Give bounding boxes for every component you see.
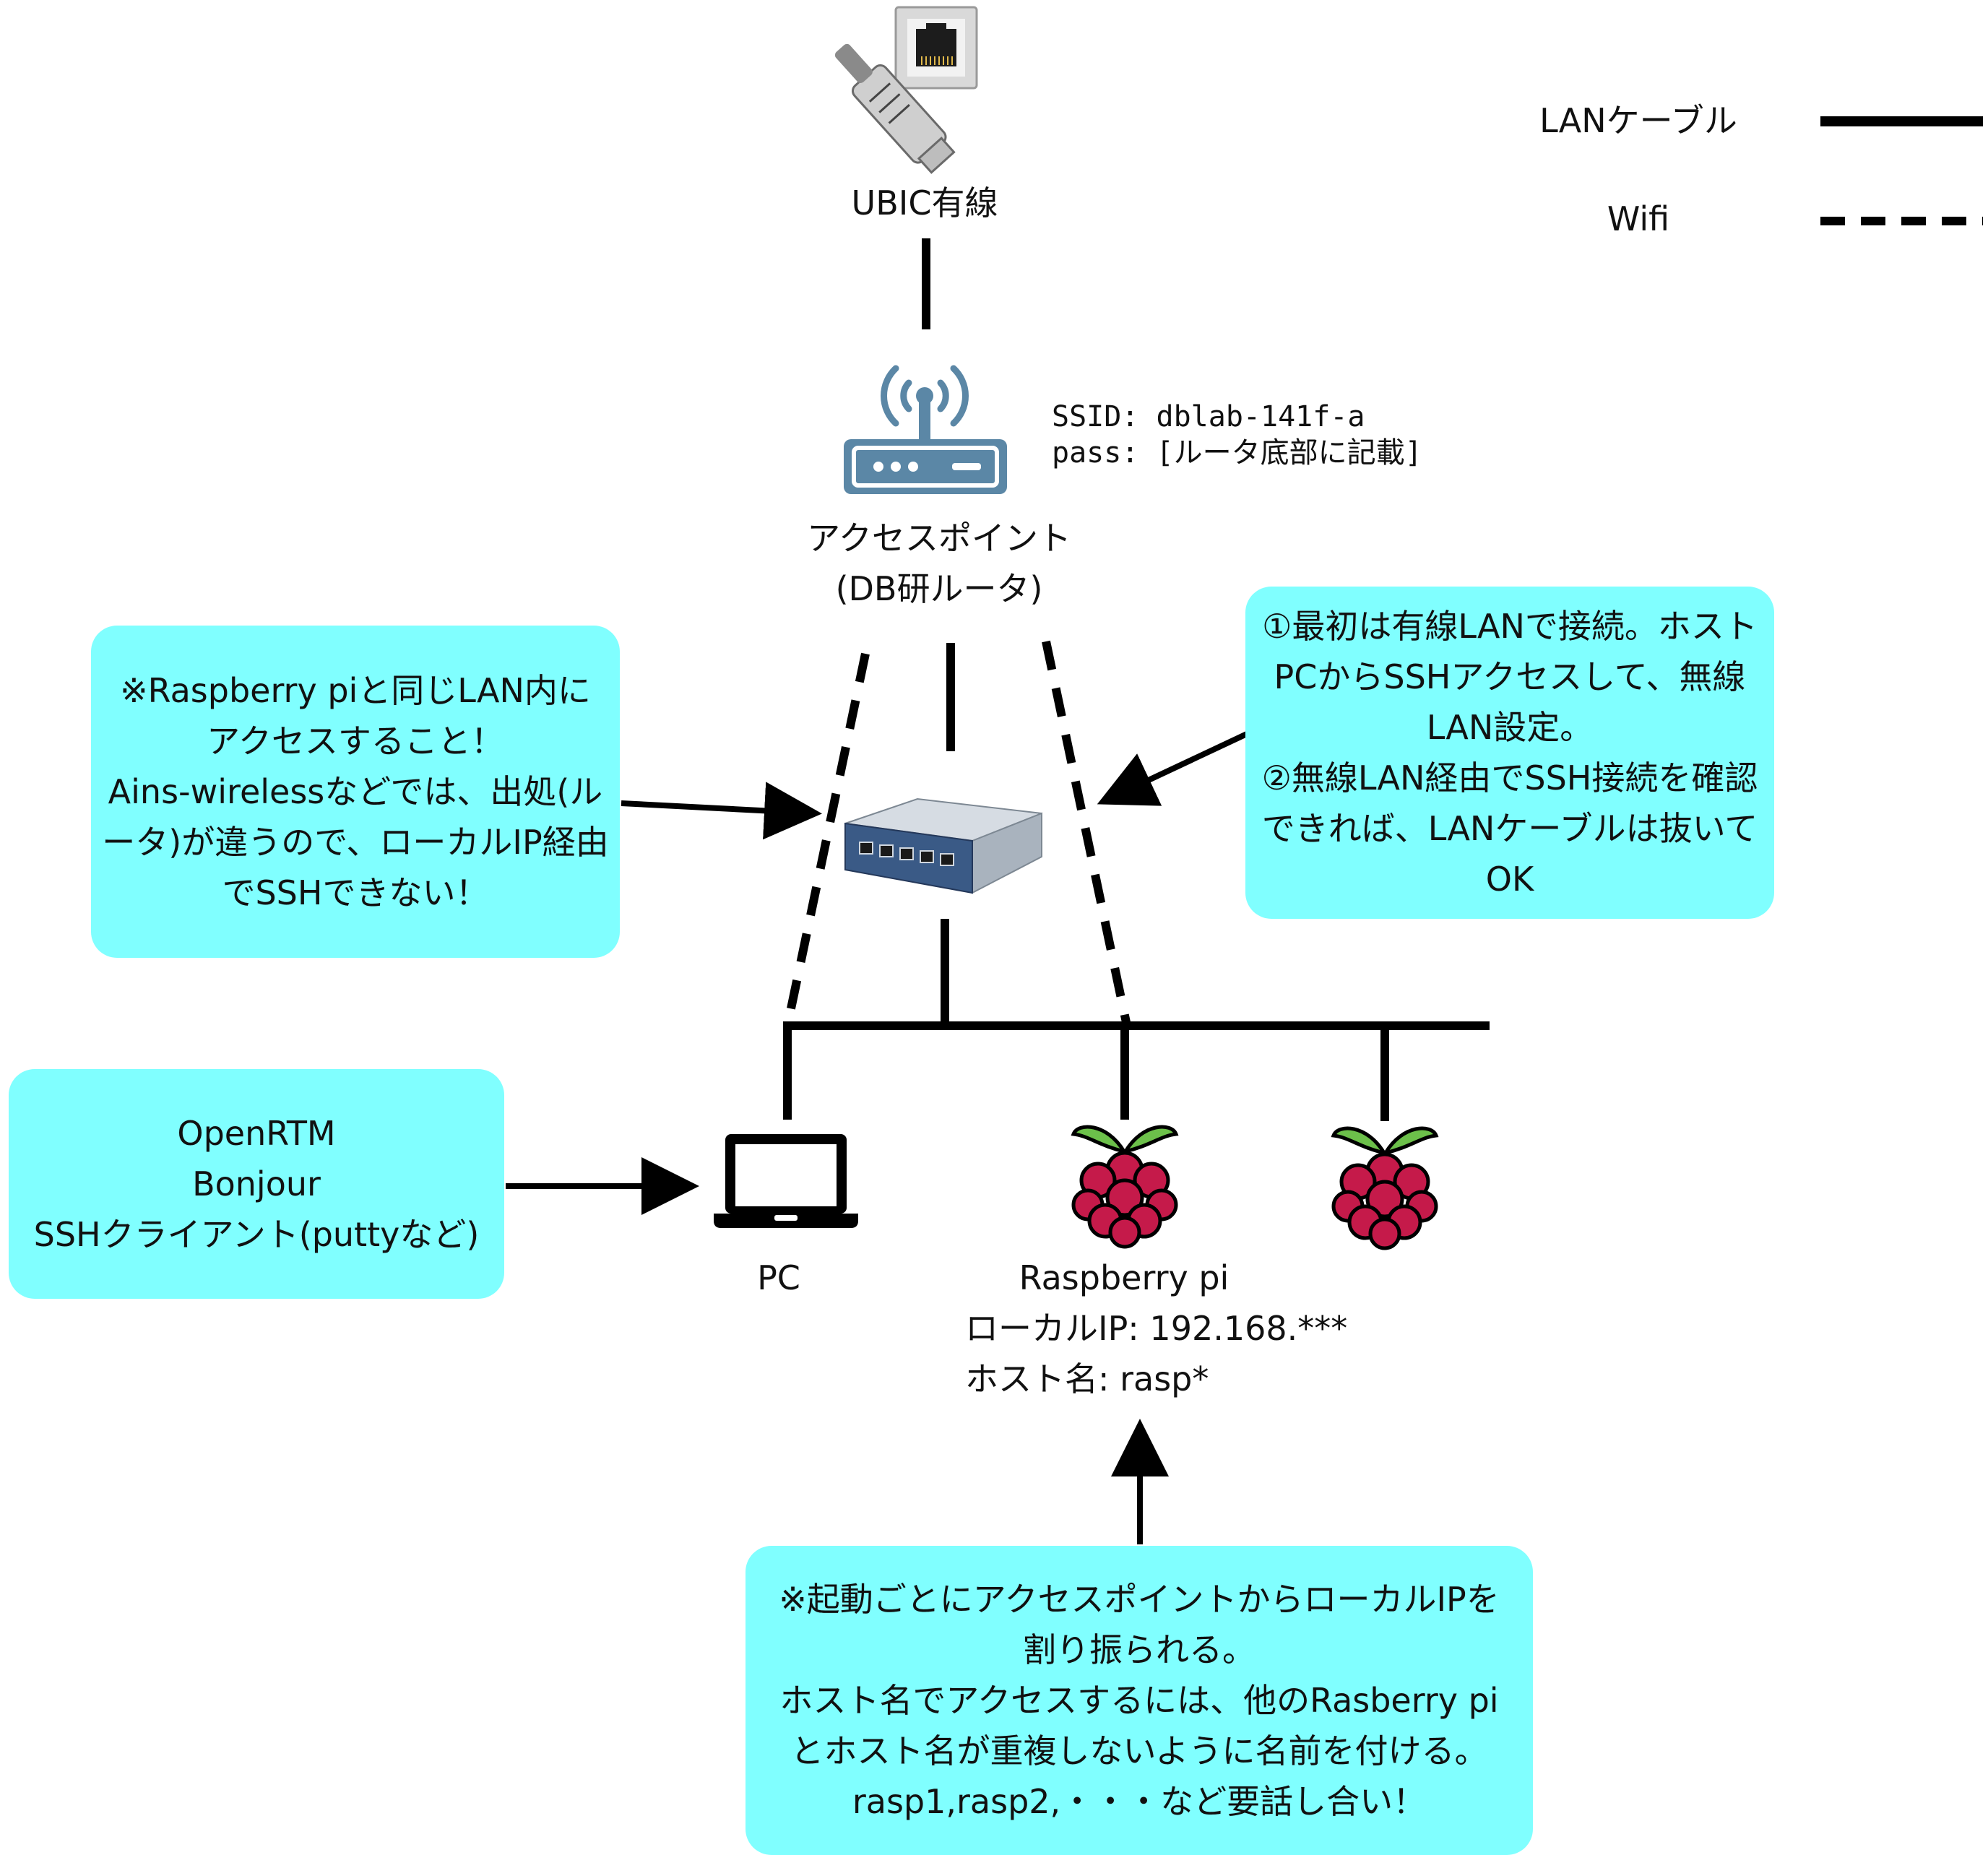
- arrow-setup-to-wifi: [1097, 731, 1248, 806]
- wired-label: UBIC有線: [851, 183, 998, 222]
- raspberry-pi-icon: [1071, 1125, 1179, 1249]
- password-label: pass: [ルータ底部に記載]: [1052, 436, 1422, 470]
- lan-warning-text: ※Raspberry piと同じLAN内に アクセスすること！ Ains-wir…: [102, 671, 609, 912]
- network-switch-icon: [844, 797, 1042, 894]
- ethernet-port-icon: [834, 6, 978, 174]
- ssid-label: SSID: dblab-141f-a: [1052, 400, 1365, 433]
- raspberry-pi-label: Raspberry pi: [1019, 1258, 1229, 1297]
- wifi-line-left: [783, 652, 870, 1027]
- setup-steps-text: ①最初は有線LANで接続。ホスト PCからSSHアクセスして、無線 LAN設定。…: [1261, 607, 1758, 899]
- laptop-icon: [714, 1134, 858, 1228]
- wifi-line-right: [1042, 640, 1131, 1027]
- setup-steps-note: ①最初は有線LANで接続。ホスト PCからSSHアクセスして、無線 LAN設定。…: [1245, 587, 1774, 919]
- arrow-lan-warning-to-switch: [621, 782, 822, 840]
- legend-lan-label: LANケーブル: [1539, 101, 1737, 140]
- raspberry-pi-hostname-label: ホスト名: rasp*: [965, 1359, 1209, 1398]
- legend-wifi-label: Wifi: [1607, 199, 1670, 238]
- wifi-router-icon: [844, 365, 1007, 494]
- raspberry-pi-ip-label: ローカルIP: 192.168.***: [965, 1309, 1348, 1348]
- pc-software-text: OpenRTM Bonjour SSHクライアント(puttyなど): [33, 1114, 480, 1254]
- raspberry-pi-icon: [1331, 1126, 1439, 1250]
- pc-label: PC: [757, 1258, 800, 1297]
- access-point-label: アクセスポイント: [807, 519, 1071, 558]
- hostname-note-text: ※起動ごとにアクセスポイントからローカルIPを 割り振られる。 ホスト名でアクセ…: [779, 1580, 1500, 1821]
- hostname-note: ※起動ごとにアクセスポイントからローカルIPを 割り振られる。 ホスト名でアクセ…: [746, 1546, 1533, 1855]
- lan-warning-note: ※Raspberry piと同じLAN内に アクセスすること！ Ains-wir…: [91, 626, 620, 958]
- pc-software-note: OpenRTM Bonjour SSHクライアント(puttyなど): [9, 1069, 504, 1299]
- access-point-sublabel: (DB研ルータ): [835, 569, 1043, 608]
